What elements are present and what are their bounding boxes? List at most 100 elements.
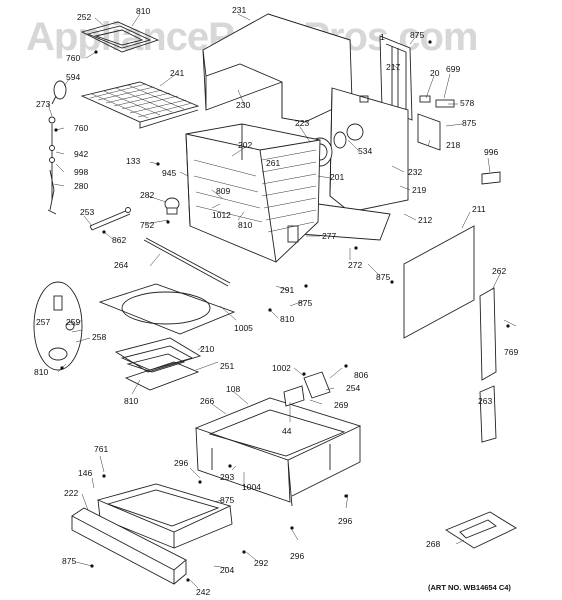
callout-label: 217 <box>386 62 400 72</box>
callout-label: 875 <box>376 272 390 282</box>
callout-label: 218 <box>446 140 460 150</box>
callout-label: 223 <box>295 118 309 128</box>
callout-label: 277 <box>322 231 336 241</box>
callout-label: 769 <box>504 347 518 357</box>
callout-label: 264 <box>114 260 128 270</box>
callout-label: 251 <box>220 361 234 371</box>
callout-label: 261 <box>266 158 280 168</box>
callout-label: 212 <box>418 215 432 225</box>
callout-label: 108 <box>226 384 240 394</box>
callout-label: 252 <box>77 12 91 22</box>
oven-rack-part <box>80 81 200 129</box>
callout-label: 996 <box>484 147 498 157</box>
callout-label: 862 <box>112 235 126 245</box>
callout-label: 293 <box>220 472 234 482</box>
callout-label: 1 <box>380 32 385 42</box>
callout-label: 1004 <box>242 482 261 492</box>
callout-label: 810 <box>280 314 294 324</box>
hinge-part <box>89 209 131 231</box>
callout-label: 806 <box>354 370 368 380</box>
callout-label: 760 <box>66 53 80 63</box>
surface-unit-part <box>33 281 83 371</box>
callout-label: 761 <box>94 444 108 454</box>
callout-label: 268 <box>426 539 440 549</box>
callout-label: 204 <box>220 565 234 575</box>
callout-label: 810 <box>136 6 150 16</box>
trim-rod-part <box>143 237 231 287</box>
callout-label: 230 <box>236 100 250 110</box>
callout-label: 942 <box>74 149 88 159</box>
callout-label: 760 <box>74 123 88 133</box>
callout-label: 875 <box>220 495 234 505</box>
callout-label: 253 <box>80 207 94 217</box>
callout-label: 133 <box>126 156 140 166</box>
oven-wrapper-part <box>202 13 353 123</box>
callout-label: 280 <box>74 181 88 191</box>
back-panel-part <box>329 87 409 213</box>
callout-label: 257 <box>36 317 50 327</box>
drawer-glide-part <box>445 511 517 549</box>
callout-label: 752 <box>140 220 154 230</box>
callout-label: 810 <box>238 220 252 230</box>
oven-bottom-panel-part <box>98 283 236 335</box>
callout-label: 269 <box>334 400 348 410</box>
art-number: (ART NO. WB14654 C4) <box>428 583 511 592</box>
callout-label: 1005 <box>234 323 253 333</box>
callout-label: 594 <box>66 72 80 82</box>
side-panel-part <box>403 225 475 339</box>
callout-label: 810 <box>124 396 138 406</box>
callout-label: 1012 <box>212 210 231 220</box>
callout-label: 292 <box>254 558 268 568</box>
storage-drawer-part <box>96 483 233 549</box>
callout-label: 875 <box>298 298 312 308</box>
callout-label: 259 <box>66 317 80 327</box>
base-frame-part <box>194 397 362 507</box>
callout-label: 202 <box>238 140 252 150</box>
callout-label: 20 <box>430 68 440 78</box>
oven-cavity-part <box>185 123 321 263</box>
callout-label: 810 <box>34 367 48 377</box>
callout-label: 241 <box>170 68 184 78</box>
callout-label: 534 <box>358 146 372 156</box>
callout-label: 291 <box>280 285 294 295</box>
callout-label: 44 <box>282 426 292 436</box>
callout-label: 201 <box>330 172 344 182</box>
callout-label: 266 <box>200 396 214 406</box>
callout-label: 211 <box>472 204 486 214</box>
broil-element-part <box>80 21 160 53</box>
callout-label: 273 <box>36 99 50 109</box>
bake-element-part <box>114 337 202 391</box>
callout-label: 282 <box>140 190 154 200</box>
callout-label: 272 <box>348 260 362 270</box>
fastener-dots <box>54 40 510 582</box>
callout-label: 242 <box>196 587 210 597</box>
drawer-front-part <box>71 507 187 585</box>
callout-label: 945 <box>162 168 176 178</box>
callout-label: 875 <box>410 30 424 40</box>
callout-label: 296 <box>290 551 304 561</box>
callout-label: 219 <box>412 185 426 195</box>
callout-label: 578 <box>460 98 474 108</box>
callout-label: 254 <box>346 383 360 393</box>
callout-label: 222 <box>64 488 78 498</box>
callout-label: 210 <box>200 344 214 354</box>
callout-label: 262 <box>492 266 506 276</box>
clip-part <box>481 171 501 185</box>
callout-label: 231 <box>232 5 246 15</box>
callout-label: 875 <box>462 118 476 128</box>
callout-label: 146 <box>78 468 92 478</box>
callout-label: 258 <box>92 332 106 342</box>
callout-label: 809 <box>216 186 230 196</box>
callout-label: 296 <box>338 516 352 526</box>
callout-label: 232 <box>408 167 422 177</box>
lower-trim-part <box>479 385 497 443</box>
relay-board-part <box>283 371 331 407</box>
side-trim-part <box>479 287 497 381</box>
oven-light-part <box>164 197 180 215</box>
callout-label: 1002 <box>272 363 291 373</box>
callout-label: 875 <box>62 556 76 566</box>
callout-label: 296 <box>174 458 188 468</box>
callout-label: 998 <box>74 167 88 177</box>
vent-panel-part <box>379 35 455 151</box>
